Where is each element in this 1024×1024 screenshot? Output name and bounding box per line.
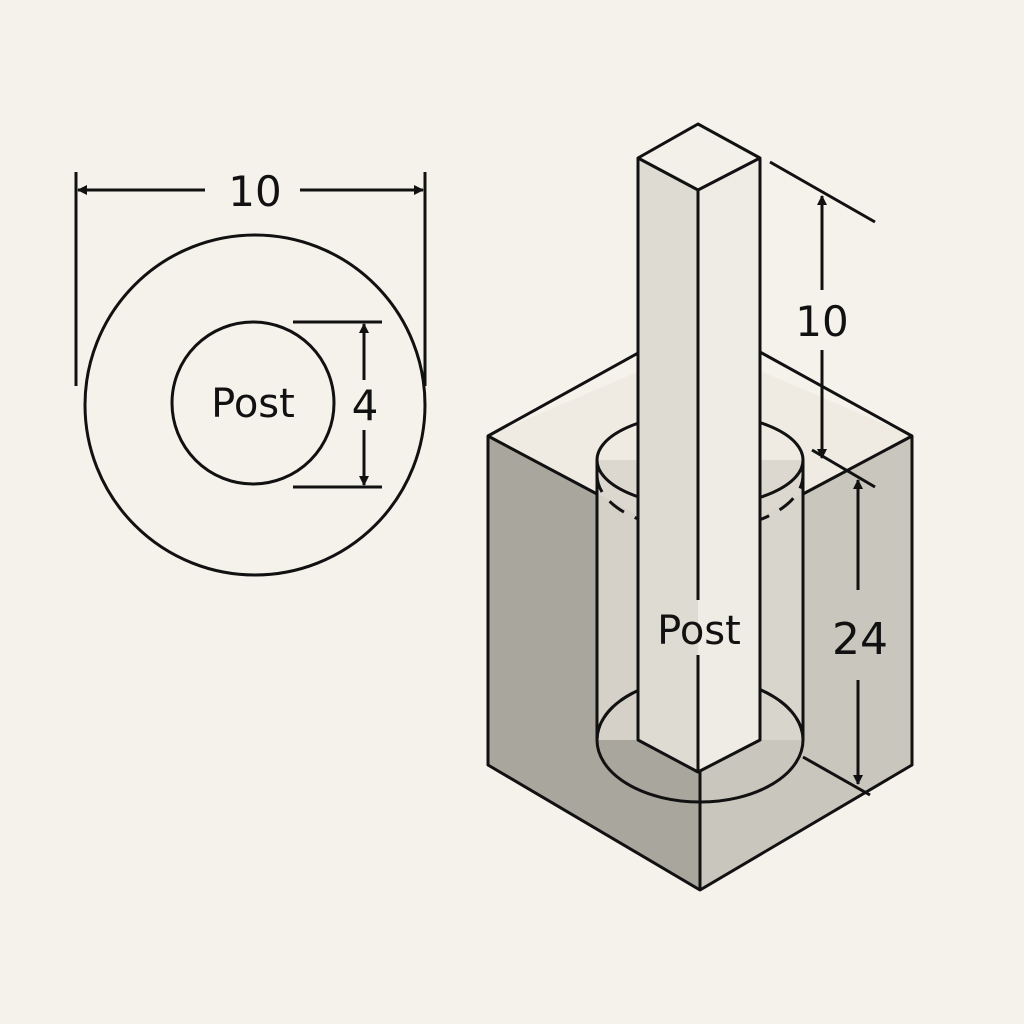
outer-diameter-label: 10 xyxy=(228,167,281,216)
isometric-view: Post 10 24 xyxy=(486,122,914,892)
post-outline xyxy=(170,320,336,486)
post-diameter-label: 4 xyxy=(352,381,379,430)
plan-view: Post 10 4 xyxy=(74,167,427,577)
embed-depth-label: 24 xyxy=(832,614,888,665)
footing-outline xyxy=(83,233,427,577)
post-left-face xyxy=(638,158,698,772)
post-right-face xyxy=(698,158,760,772)
plan-post-label: Post xyxy=(211,381,295,427)
iso-post-label: Post xyxy=(657,608,741,654)
above-grade-label: 10 xyxy=(795,297,848,346)
